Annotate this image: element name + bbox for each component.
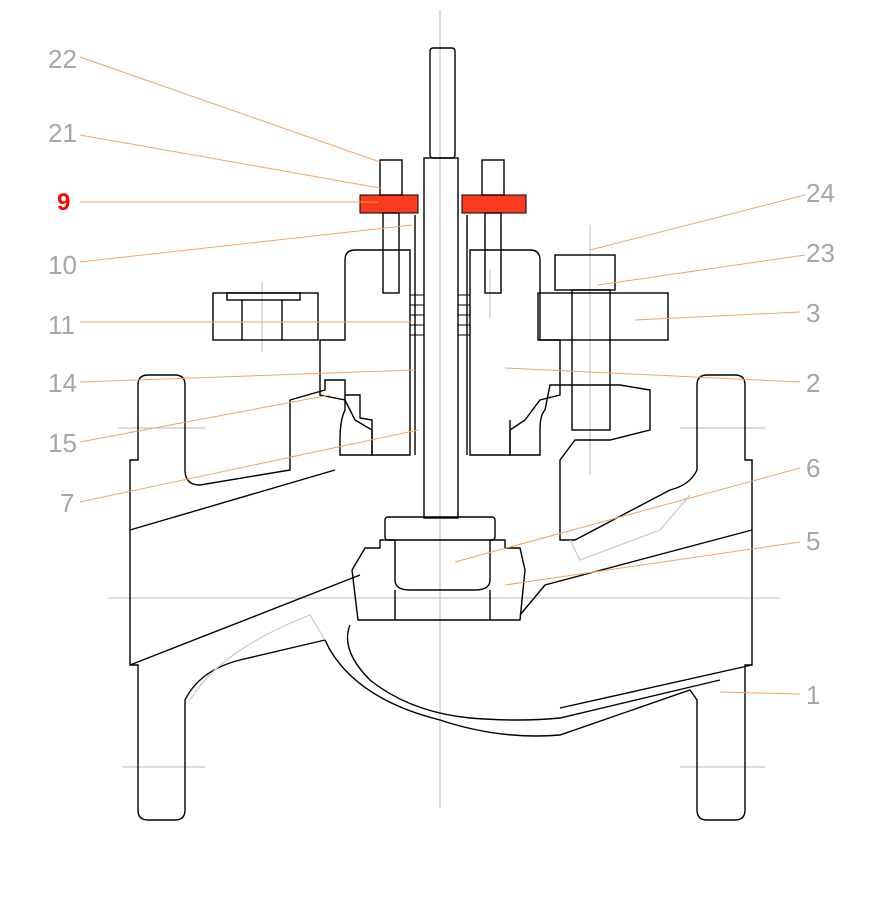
part-label-2: 2 xyxy=(806,368,821,398)
part-label-7: 7 xyxy=(60,488,75,518)
part-label-23: 23 xyxy=(806,238,835,268)
part-label-24: 24 xyxy=(806,178,835,208)
part-label-22: 22 xyxy=(48,44,77,74)
part-label-10: 10 xyxy=(48,250,77,280)
part-label-1: 1 xyxy=(806,680,821,710)
plug-and-seat xyxy=(351,516,526,621)
centerlines xyxy=(108,10,780,808)
part-label-9: 9 xyxy=(57,189,71,216)
part-label-14: 14 xyxy=(48,368,77,398)
part-label-21: 21 xyxy=(48,118,77,148)
leader-lines xyxy=(79,56,806,695)
part-label-11: 11 xyxy=(48,310,75,340)
yoke-right xyxy=(537,292,669,341)
studs xyxy=(379,159,616,431)
part-label-5: 5 xyxy=(806,526,821,556)
valve-body xyxy=(129,374,753,821)
part-label-15: 15 xyxy=(48,428,77,458)
part-label-3: 3 xyxy=(806,298,821,328)
stem xyxy=(410,47,470,519)
gland-flange-highlight xyxy=(359,194,527,214)
part-label-6: 6 xyxy=(806,453,821,483)
bonnet xyxy=(212,249,669,456)
